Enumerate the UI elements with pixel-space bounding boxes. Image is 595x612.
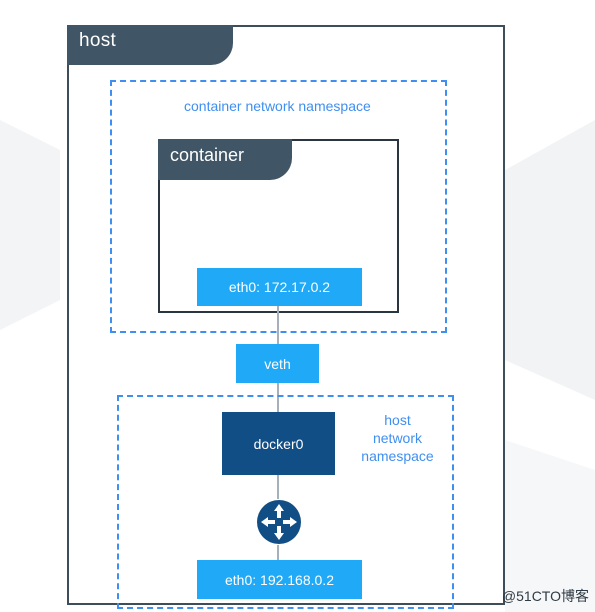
host-eth0-interface[interactable]: eth0: 192.168.0.2 xyxy=(197,560,362,599)
watermark-text: @51CTO博客 xyxy=(501,588,589,604)
docker0-label: docker0 xyxy=(253,435,304,452)
wire-router-to-eth0 xyxy=(277,545,279,560)
container-eth0-interface[interactable]: eth0: 172.17.0.2 xyxy=(197,268,362,306)
host-network-namespace xyxy=(117,395,454,609)
veth-label: veth xyxy=(264,355,291,372)
container-namespace-label: container network namespace xyxy=(184,98,371,114)
router-icon xyxy=(257,500,301,544)
host-namespace-label-line1: host xyxy=(384,412,411,428)
host-tab xyxy=(67,25,233,65)
container-title: container xyxy=(170,145,245,165)
host-eth0-label: eth0: 192.168.0.2 xyxy=(225,571,334,588)
host-namespace-label: host network namespace xyxy=(350,411,445,465)
container-eth0-label: eth0: 172.17.0.2 xyxy=(228,279,331,295)
host-namespace-label-line2: network xyxy=(372,430,423,446)
host-namespace-label-line3: namespace xyxy=(361,448,434,464)
veth-interface[interactable]: veth xyxy=(236,344,319,383)
container-tab xyxy=(158,139,292,180)
wire-docker0-to-router xyxy=(277,475,279,499)
wire-eth0-to-veth xyxy=(277,306,279,344)
docker0-bridge[interactable]: docker0 xyxy=(222,412,335,475)
wire-veth-to-docker0 xyxy=(277,383,279,412)
host-title: host xyxy=(79,30,117,51)
